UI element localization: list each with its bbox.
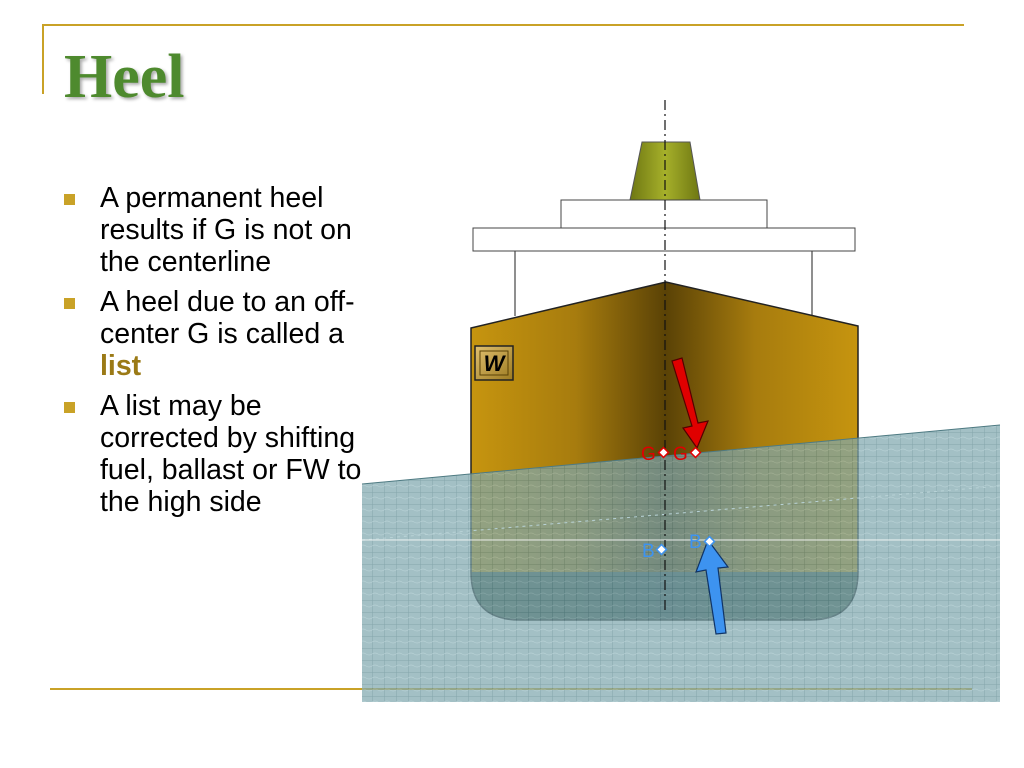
bullet-highlight: list (100, 350, 142, 382)
bullet-square-icon (64, 402, 75, 413)
weight-box: W (474, 345, 514, 381)
bullet-item: A permanent heel results if G is not on … (62, 182, 362, 278)
upper-deckhouse (560, 199, 768, 229)
weight-label: W (484, 351, 507, 376)
g-original-marker (657, 446, 670, 459)
bullet-item: A heel due to an off-center G is called … (62, 286, 362, 382)
bullet-text: A heel due to an off-center G is called … (100, 286, 355, 350)
bullet-text: A permanent heel results if G is not on … (100, 182, 352, 278)
b-shifted-label: B (689, 532, 702, 553)
bullet-list: A permanent heel results if G is not on … (62, 182, 362, 526)
buoyancy-arrow (695, 538, 730, 635)
g-shifted-marker (689, 446, 702, 459)
gravity-arrow (671, 357, 709, 450)
frame-left-line (42, 24, 44, 94)
lower-deckhouse (472, 227, 856, 252)
funnel (629, 141, 701, 201)
bullet-square-icon (64, 194, 75, 205)
b-original-marker (655, 543, 668, 556)
g-shifted-label: G (673, 444, 688, 465)
water-surface (361, 424, 1001, 702)
slide-title: Heel (64, 43, 185, 111)
b-original-label: B (642, 541, 655, 562)
frame-top-line (42, 24, 964, 26)
g-original-label: G (641, 444, 656, 465)
bullet-square-icon (64, 298, 75, 309)
bullet-text: A list may be corrected by shifting fuel… (100, 390, 362, 518)
b-shifted-marker (703, 535, 716, 548)
bullet-item: A list may be corrected by shifting fuel… (62, 390, 362, 518)
